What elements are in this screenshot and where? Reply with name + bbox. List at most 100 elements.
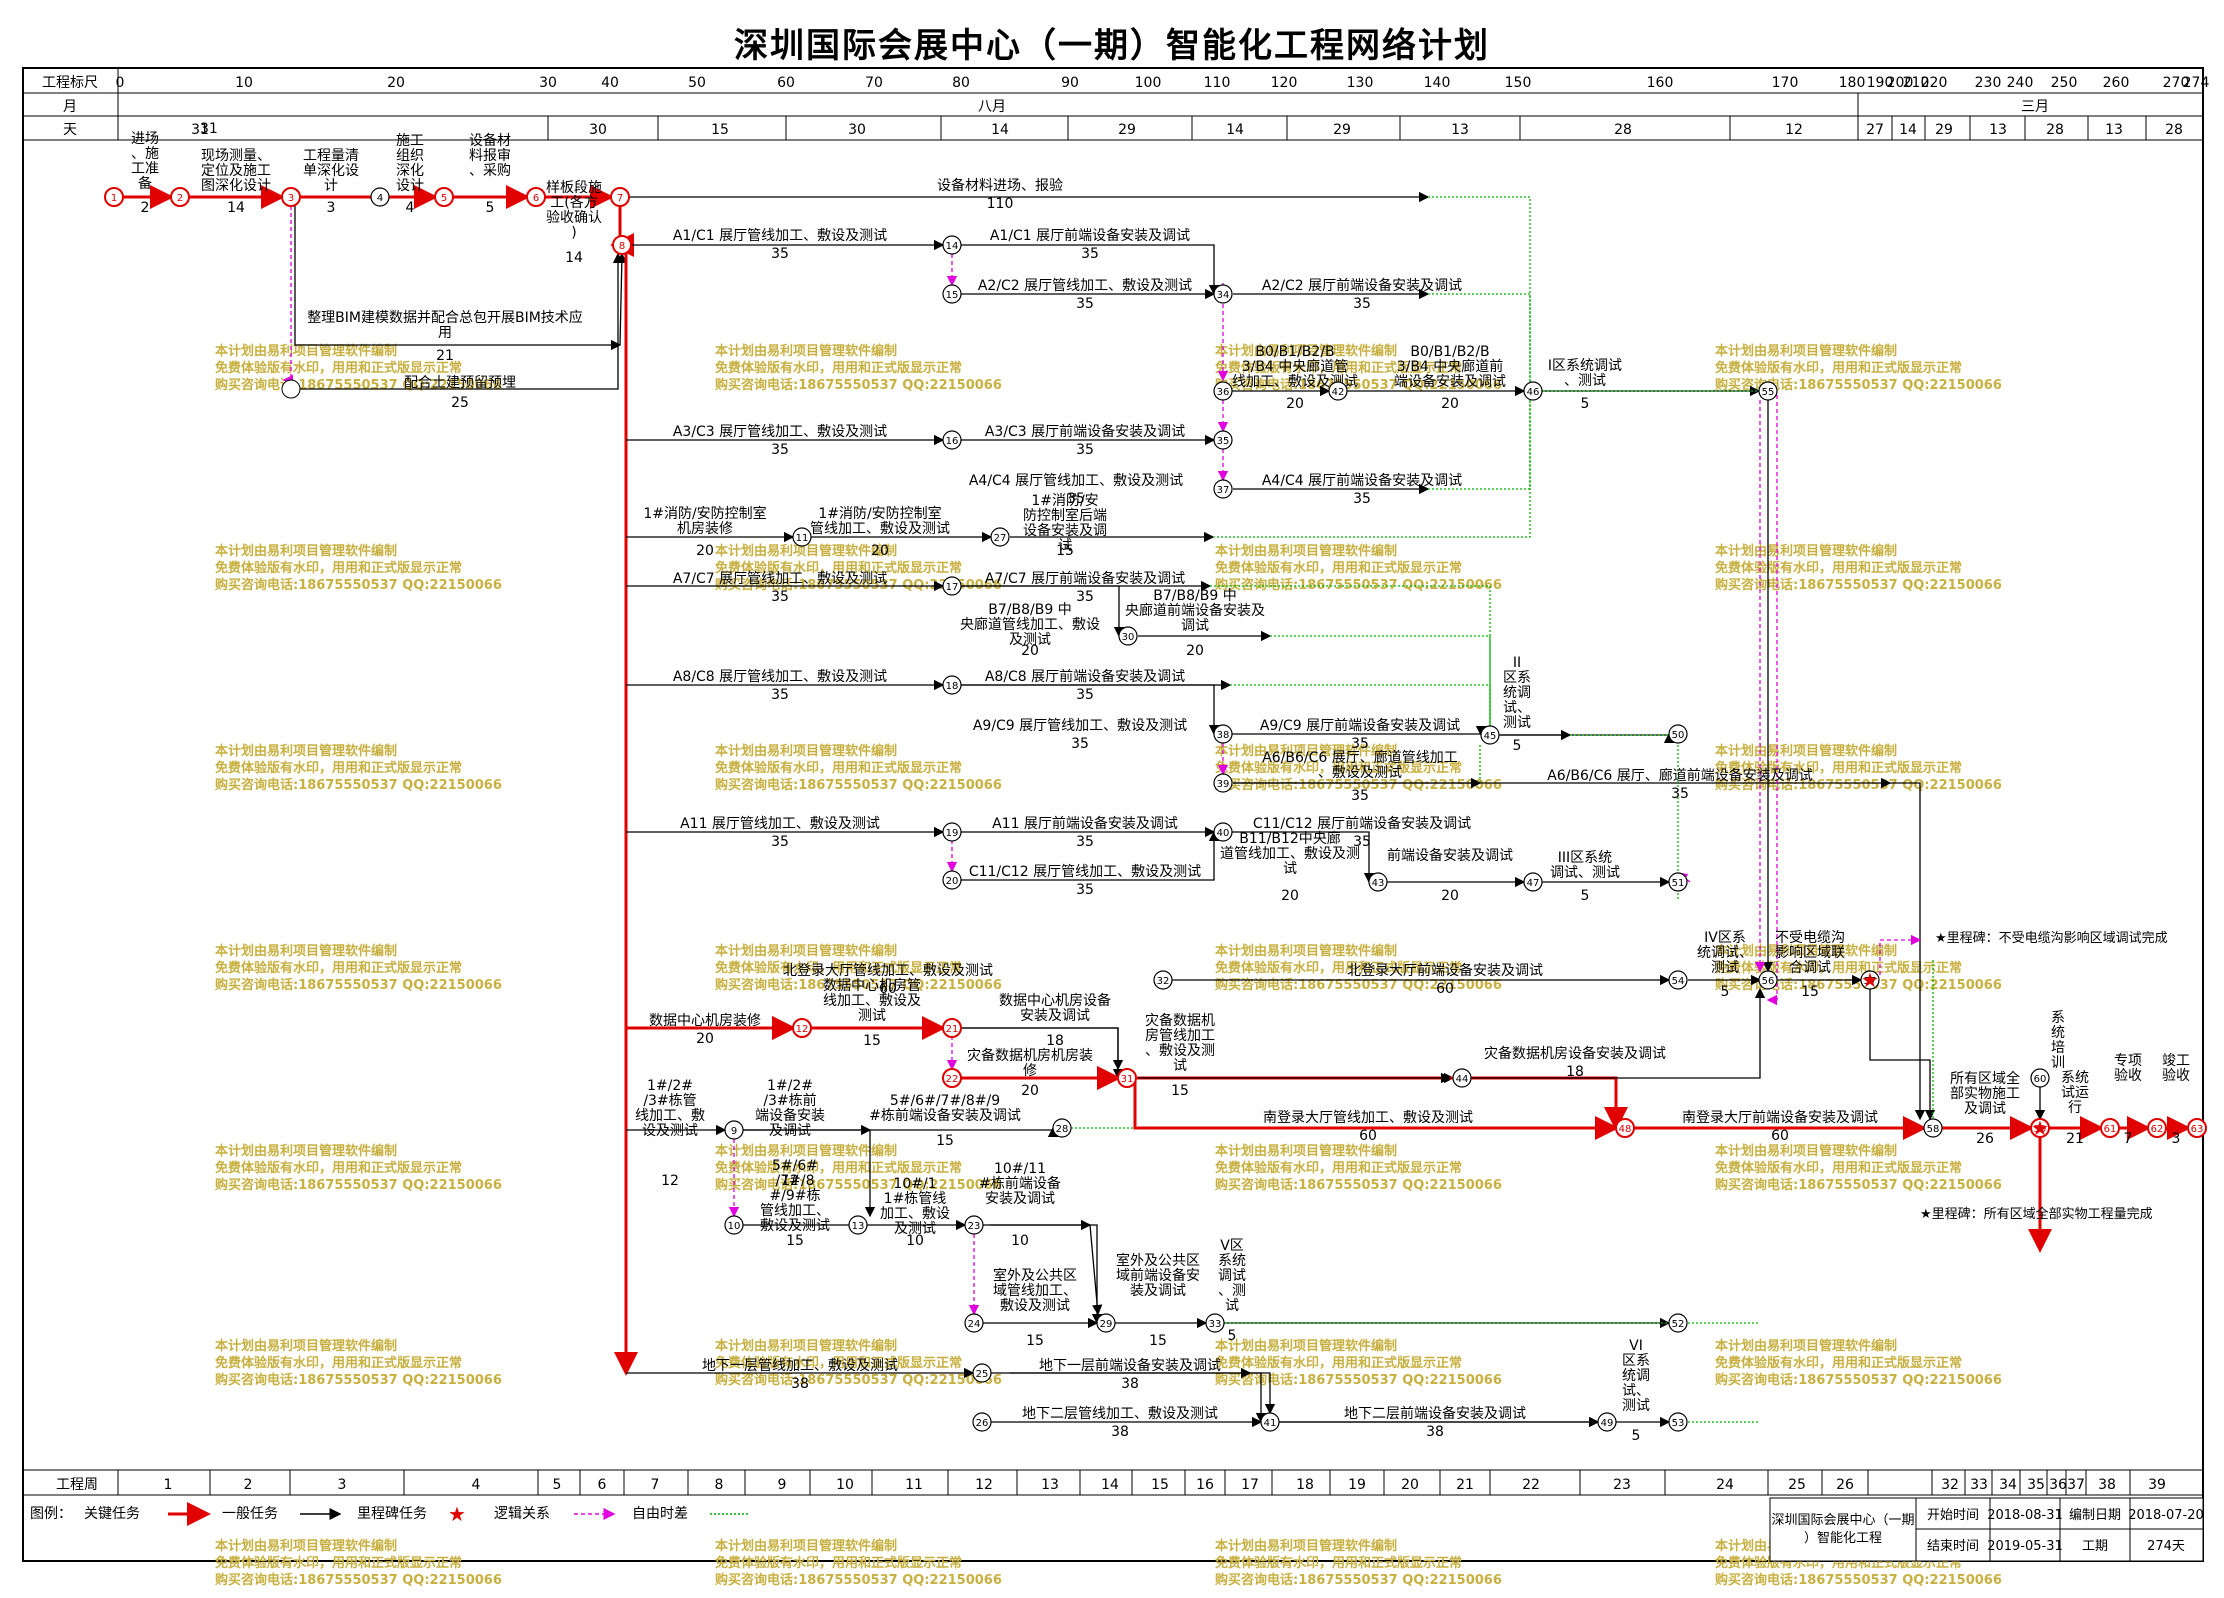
task-name: 工程量清 xyxy=(303,148,359,164)
task-name: 灾备数据机房机房装 xyxy=(967,1047,1093,1064)
task-name: 系统 xyxy=(2061,1070,2089,1086)
watermark-text: 购买咨询电话:18675550537 QQ:22150066 xyxy=(1715,1177,2002,1193)
task-name: 所有区域全 xyxy=(1950,1070,2020,1087)
task-name: ) xyxy=(571,225,576,241)
task-name: 地下二层管线加工、敷设及测试 xyxy=(1022,1406,1218,1422)
node-number: 51 xyxy=(1672,878,1685,889)
task-duration: 15 xyxy=(936,1133,954,1149)
milestone-label: ★里程碑：所有区域全部实物工程量完成 xyxy=(1920,1206,2153,1222)
scale-tick: 220 xyxy=(1921,75,1948,91)
node-number: 34 xyxy=(1217,290,1230,301)
watermark-text: 免费体验版有水印，用用和正式版显示正常 xyxy=(215,560,462,576)
logic-arrow xyxy=(282,206,294,386)
scale-tick: 130 xyxy=(1347,75,1374,91)
task-name: A3/C3 展厅前端设备安装及调试 xyxy=(985,423,1185,440)
week-cell: 15 xyxy=(1151,1477,1169,1493)
task-duration: 20 xyxy=(1281,888,1299,904)
task-duration: 3 xyxy=(2172,1131,2181,1147)
task-duration: 38 xyxy=(1121,1376,1139,1392)
watermark-text: 本计划由易利项目管理软件编制 xyxy=(215,743,397,759)
watermark-text: 免费体验版有水印，用用和正式版显示正常 xyxy=(215,960,462,976)
node-number: 11 xyxy=(796,533,809,544)
task-duration: 35 xyxy=(1076,442,1094,458)
node-number: 31 xyxy=(1121,1074,1134,1085)
task-name: 施工 xyxy=(396,133,424,149)
scale-tick: 140 xyxy=(1424,75,1451,91)
task-duration: 3 xyxy=(327,200,336,216)
task-duration: 35 xyxy=(1071,736,1089,752)
network-node xyxy=(434,187,454,207)
task-name: 线加工、敷 xyxy=(635,1108,705,1124)
week-cell: 4 xyxy=(472,1477,481,1493)
week-cell: 39 xyxy=(2148,1477,2166,1493)
network-node xyxy=(1096,1313,1116,1333)
network-node xyxy=(1668,1313,1688,1333)
task-duration: 15 xyxy=(1056,543,1074,559)
task-name: B0/B1/B2/B xyxy=(1410,344,1489,360)
node-number: 35 xyxy=(1217,436,1230,447)
info-start: 2018-08-31 xyxy=(1987,1508,2063,1523)
task-name: 1#消防/安 xyxy=(1031,493,1098,509)
scale-tick: 200 xyxy=(1887,75,1914,91)
day-cell: 14 xyxy=(1899,122,1917,138)
info-project: ）智能化工程 xyxy=(1804,1531,1882,1546)
task-name: 进场 xyxy=(131,131,159,147)
task-duration: 35 xyxy=(1351,736,1369,752)
network-node xyxy=(972,1412,992,1432)
task-duration: 20 xyxy=(1021,643,1039,659)
task-duration: 35 xyxy=(1351,788,1369,804)
network-node xyxy=(2030,1068,2050,1088)
network-node xyxy=(170,187,190,207)
week-cell: 34 xyxy=(1999,1477,2017,1493)
week-cell: 17 xyxy=(1241,1477,1259,1493)
week-cell: 6 xyxy=(598,1477,607,1493)
week-cell: 26 xyxy=(1836,1477,1854,1493)
info-end-label: 结束时间 xyxy=(1927,1539,1979,1554)
task-duration: 20 xyxy=(696,543,714,559)
network-node xyxy=(724,1120,744,1140)
node-number: 23 xyxy=(968,1221,981,1232)
task-duration: 15 xyxy=(863,1033,881,1049)
task-name: I区系统调试 xyxy=(1548,358,1622,374)
task-name: 1#消防/安防控制室 xyxy=(643,505,766,522)
scale-tick: 0 xyxy=(116,75,125,91)
task-name: 加工、敷设 xyxy=(880,1206,950,1222)
task-name: V区 xyxy=(1220,1238,1244,1254)
watermark-text: 购买咨询电话:18675550537 QQ:22150066 xyxy=(1715,777,2002,793)
scale-tick: 210 xyxy=(1903,75,1930,91)
task-arrow xyxy=(1232,831,1375,884)
task-name: 管线加工、敷设及测试 xyxy=(810,521,950,537)
task-duration: 5 xyxy=(1721,984,1730,1000)
task-name: 验收 xyxy=(2162,1068,2190,1084)
task-name: /3#栋前 xyxy=(763,1092,816,1109)
task-name: 装及调试 xyxy=(1130,1283,1186,1299)
task-name: 用 xyxy=(438,325,452,341)
task-duration: 5 xyxy=(1513,738,1522,754)
watermark-text: 本计划由易利项目管理软件编制 xyxy=(215,1538,397,1554)
task-name: 地下一层管线加工、敷设及测试 xyxy=(702,1358,898,1374)
task-duration: 20 xyxy=(696,1031,714,1047)
week-cell: 18 xyxy=(1296,1477,1314,1493)
node-number: 39 xyxy=(1217,779,1230,790)
page-title: 深圳国际会展中心（一期）智能化工程网络计划 xyxy=(734,26,1490,66)
watermark-text: 购买咨询电话:18675550537 QQ:22150066 xyxy=(1215,777,1502,793)
network-node xyxy=(724,1215,744,1235)
task-name: A1/C1 展厅前端设备安装及调试 xyxy=(990,227,1190,244)
info-project: 深圳国际会展中心（一期 xyxy=(1771,1513,1914,1528)
task-name: 测试 xyxy=(1711,960,1739,976)
watermark-text: 本计划由易利项目管理软件编制 xyxy=(215,343,397,359)
task-name: 专项 xyxy=(2114,1053,2142,1069)
task-duration: 5 xyxy=(1581,396,1590,412)
watermark-text: 免费体验版有水印，用用和正式版显示正常 xyxy=(1715,1160,1962,1176)
task-name: 端设备安装 xyxy=(755,1107,825,1124)
network-node xyxy=(942,1018,962,1038)
task-name: 线加工、敷设及测试 xyxy=(1232,374,1358,390)
week-cell: 22 xyxy=(1522,1477,1540,1493)
watermark-text: 购买咨询电话:18675550537 QQ:22150066 xyxy=(215,777,502,793)
task-name: 图深化设计 xyxy=(201,178,271,194)
node-number: 28 xyxy=(1056,1124,1069,1135)
task-duration: 38 xyxy=(1111,1424,1129,1440)
watermark-text: 本计划由易利项目管理软件编制 xyxy=(1215,943,1397,959)
task-duration: 20 xyxy=(1021,1083,1039,1099)
watermark-text: 免费体验版有水印，用用和正式版显示正常 xyxy=(1715,360,1962,376)
